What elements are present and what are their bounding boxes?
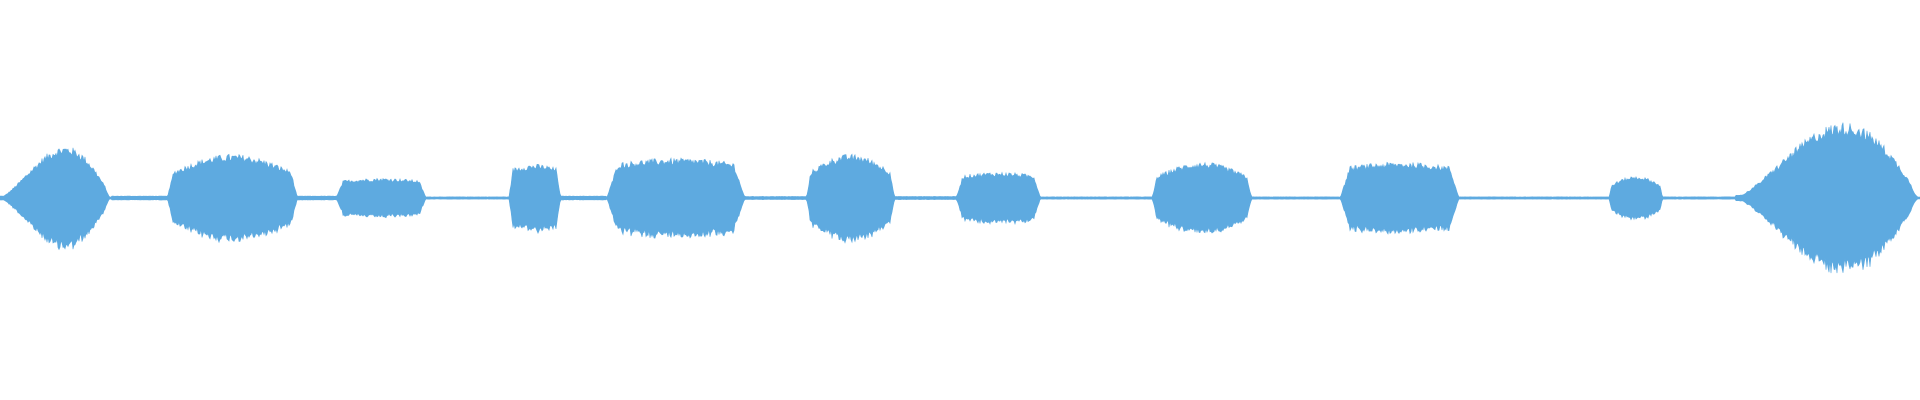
waveform-graphic [0,122,1920,274]
